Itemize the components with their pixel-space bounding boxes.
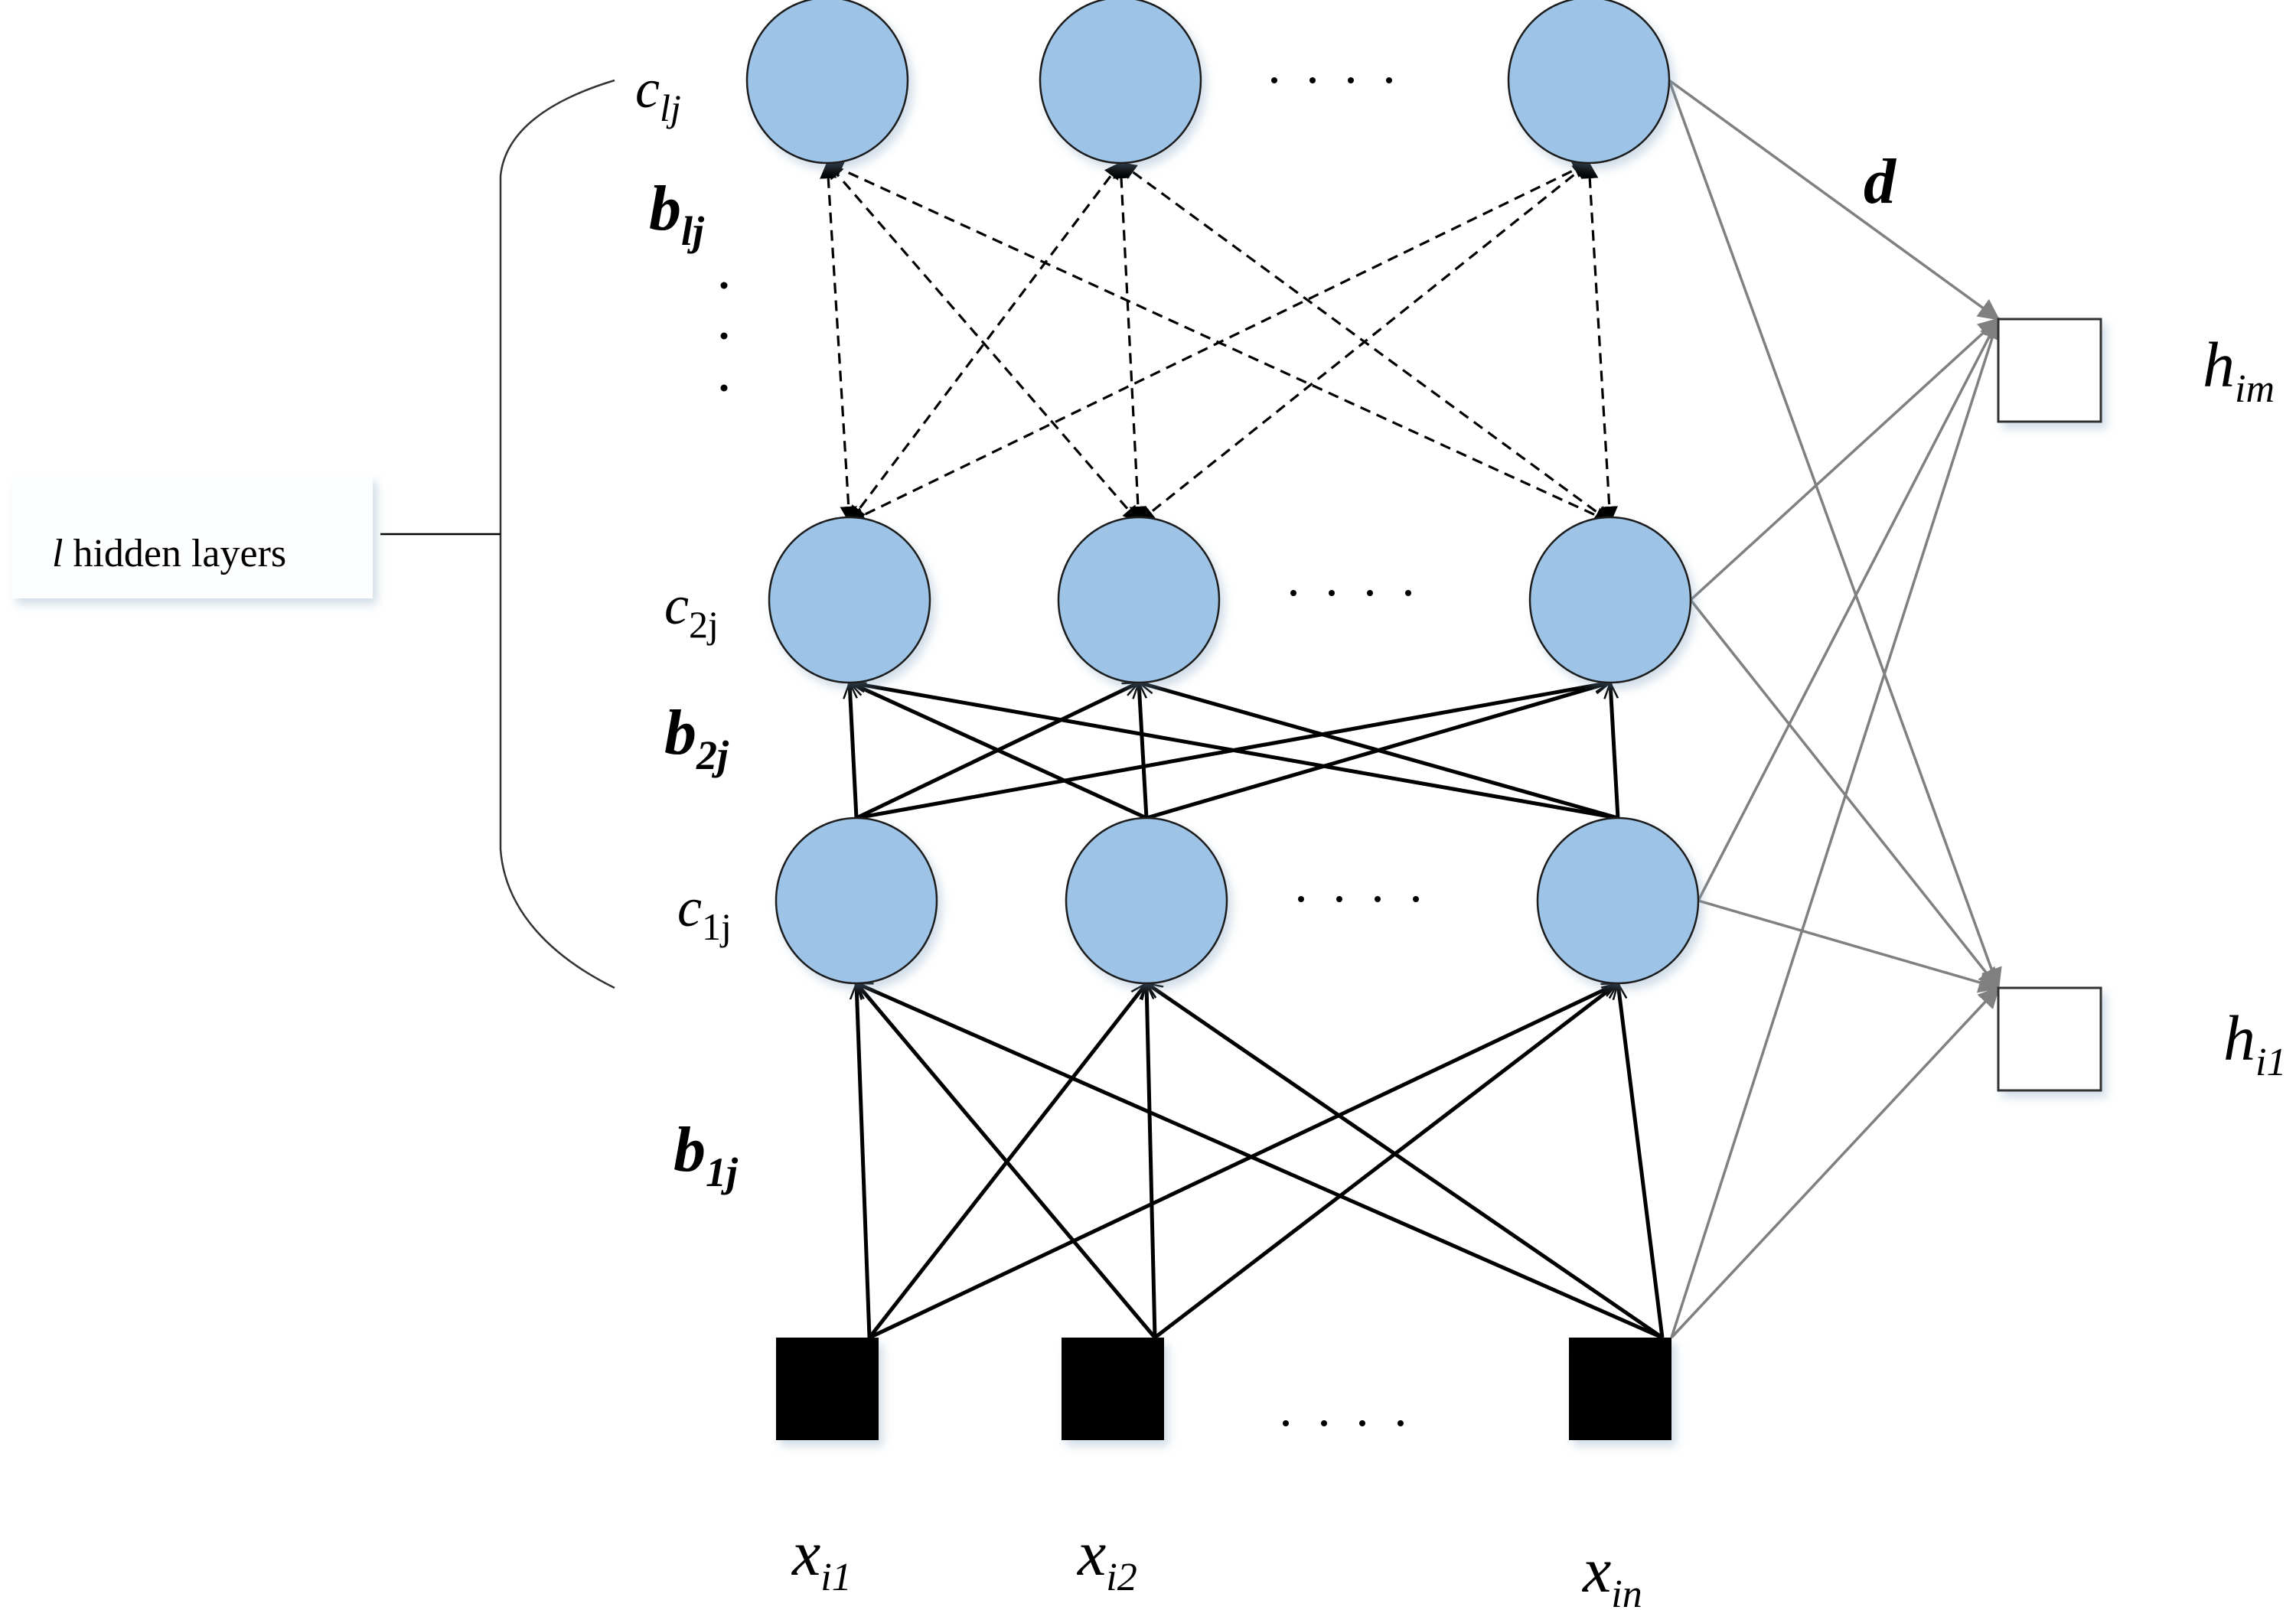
output-node-2 [1997,986,2102,1092]
label-d: d [1864,146,1897,217]
edge-cl-last-to-output-1 [1668,79,2001,321]
edge-c1-3-to-c2-3 [1610,683,1620,819]
edge-dashed-c2-2-to-cl-2 [1112,161,1147,524]
edge-input-last-to-output-1 [1670,317,2003,1338]
label-input-n: xin [1581,1535,1642,1610]
ellipsis-c1-layer [1298,896,1419,902]
edge-input-2-to-c1-1 [856,983,1156,1339]
layer-2-node-3 [1528,516,1692,684]
hidden-layers-label-box: l hidden layers [11,476,373,598]
layer-2-node-2 [1057,516,1221,684]
output-node-1 [1997,318,2102,423]
edge-c1-2-to-c2-1 [850,680,1148,820]
edge-dashed-c2-3-to-cl-2 [1119,161,1612,523]
label-input-2: xi2 [1076,1518,1137,1599]
edge-c1-last-to-output-1 [1697,317,2000,901]
edge-c1-3-to-c2-2 [1139,683,1619,820]
edge-dashed-c2-1-to-cl-2 [848,161,1122,523]
edge-c1-last-to-output-2 [1698,899,2001,993]
label-output-1: hi1 [2223,1003,2286,1084]
input-and-c1-edges [850,680,1665,1340]
edge-input-3-to-c1-1 [856,981,1664,1340]
c2-to-cl-edges [820,161,1618,524]
edge-c1-3-to-c2-1 [850,683,1619,820]
label-b-second: b2j [664,697,729,778]
edge-input-3-to-c1-3 [1618,983,1665,1338]
edge-c2-last-to-output-1 [1689,318,2001,601]
label-c-second: c2j [664,575,719,646]
edge-input-2-to-c1-3 [1153,982,1618,1339]
layer-1-node-2 [1065,816,1228,985]
layer-l-node-1 [745,0,909,165]
edge-input-2-to-c1-2 [1146,983,1157,1338]
label-b-first: b1j [673,1114,739,1195]
layer-1-node-3 [1536,816,1700,985]
input-node-1 [776,1338,879,1440]
label-input-1: xi1 [791,1518,852,1599]
label-output-m: him [2203,330,2275,411]
edge-dashed-c2-1-to-cl-1 [820,161,857,524]
edge-dashed-c2-3-to-cl-3 [1581,161,1618,524]
edge-c2-last-to-output-2 [1689,598,2000,990]
edge-dashed-c2-3-to-cl-1 [825,161,1613,523]
nodes [745,0,2102,1440]
edge-dashed-c2-2-to-cl-1 [826,161,1140,523]
edge-input-last-to-output-2 [1670,986,2000,1339]
label-c-top: clj [635,58,681,129]
vertical-ellipsis [720,282,728,392]
hidden-layers-label: l hidden layers [52,532,286,575]
layer-1-node-1 [775,816,938,985]
ellipsis-c2-layer [1290,590,1411,596]
label-b-top: blj [649,173,705,254]
input-node-3 [1569,1338,1671,1440]
edge-input-1-to-c1-1 [856,983,872,1338]
ellipsis-input-layer [1283,1420,1404,1426]
edge-input-3-to-c1-2 [1146,981,1664,1340]
hidden-layers-brace [380,79,615,989]
edge-c1-1-to-c2-1 [850,683,859,819]
edge-c1-2-to-c2-2 [1139,683,1149,819]
horizontal-ellipses [1271,77,1419,1426]
input-node-2 [1062,1338,1164,1440]
edge-cl-last-to-output-2 [1668,80,2002,990]
labels: clj blj c2j b2j c1j b1j d him hi1 xi1 xi… [635,58,2286,1610]
hidden-to-output-edges [1668,79,2003,1339]
ellipsis-top-layer [1271,77,1392,83]
edge-input-1-to-c1-3 [868,981,1618,1340]
layer-l-node-2 [1039,0,1202,165]
layer-l-node-3 [1507,0,1671,165]
layer-2-node-1 [768,516,931,684]
label-c-first: c1j [677,877,732,948]
